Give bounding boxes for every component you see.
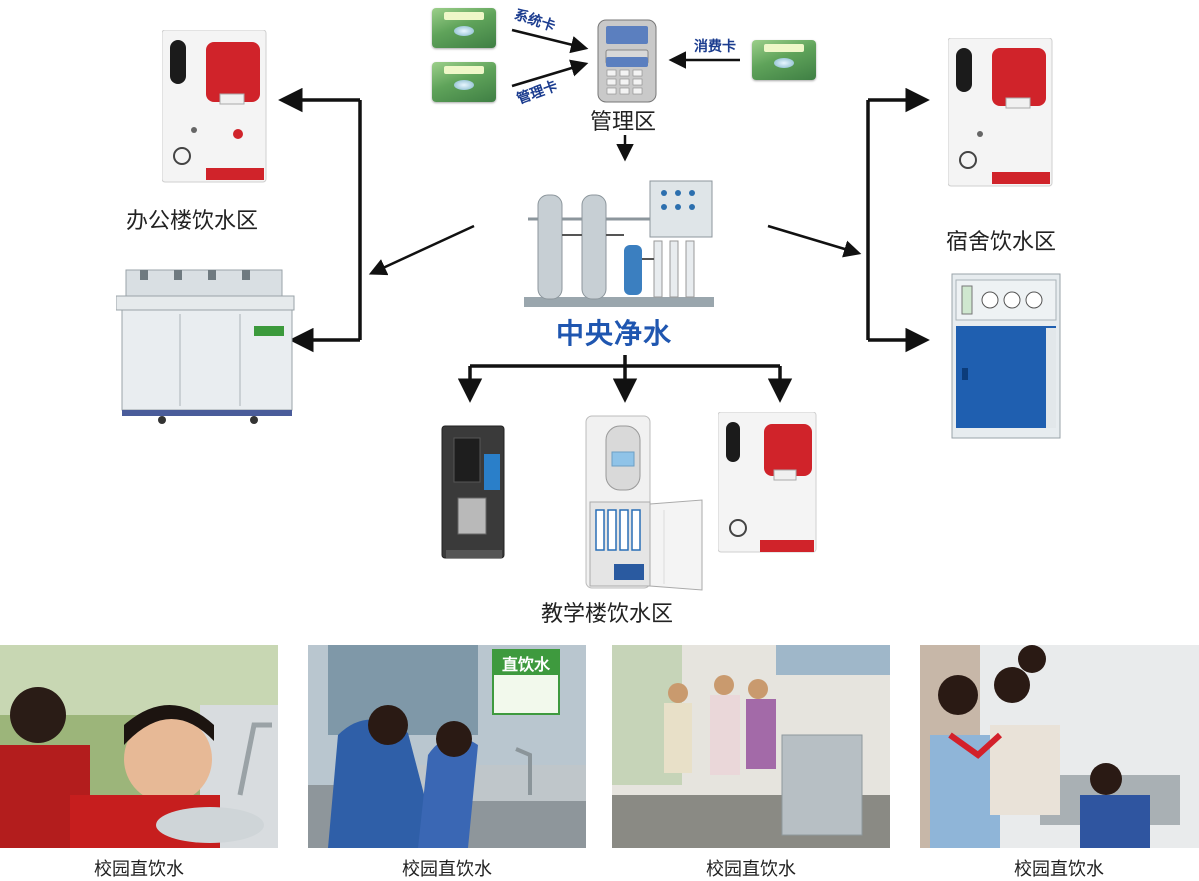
standing-dispenser-teaching — [585, 415, 703, 591]
arrow-central-to-dorm — [767, 224, 862, 258]
office-zone-label: 办公楼饮水区 — [126, 209, 259, 234]
ro-cabinet-dorm — [951, 273, 1061, 439]
trough-dispenser-office — [116, 269, 295, 424]
vending-dispenser-teaching — [441, 425, 505, 559]
photo-2: 直饮水 — [308, 645, 586, 848]
ic-card-2 — [432, 62, 496, 102]
photo-4 — [920, 645, 1199, 848]
photo-1 — [0, 645, 278, 848]
photo-1-caption: 校园直饮水 — [94, 859, 184, 880]
central-purification-label: 中央净水 — [556, 317, 673, 350]
arrow-system-card — [511, 28, 589, 54]
photo-3 — [612, 645, 890, 848]
consumption-card-label: 消费卡 — [694, 39, 736, 55]
photo-2-caption: 校园直饮水 — [402, 859, 492, 880]
arrow-management-card — [511, 59, 589, 88]
drinking-water-sign-text: 直饮水 — [494, 651, 558, 675]
flow-arrows — [278, 28, 930, 403]
ic-card-1 — [432, 8, 496, 48]
photo-4-caption: 校园直饮水 — [1014, 859, 1104, 880]
teaching-zone-label: 教学楼饮水区 — [541, 602, 674, 627]
card-terminal — [597, 19, 657, 103]
wall-dispenser-dorm — [948, 38, 1053, 187]
management-zone-label: 管理区 — [590, 110, 657, 135]
central-purifier — [524, 180, 714, 307]
wall-dispenser-teaching — [718, 412, 817, 553]
arrow-central-to-office — [368, 224, 475, 276]
photo-3-caption: 校园直饮水 — [706, 859, 796, 880]
dorm-zone-label: 宿舍饮水区 — [946, 230, 1057, 255]
drinking-water-sign: 直饮水 — [492, 649, 560, 715]
wall-dispenser-office — [162, 30, 267, 183]
ic-card-3 — [752, 40, 816, 80]
